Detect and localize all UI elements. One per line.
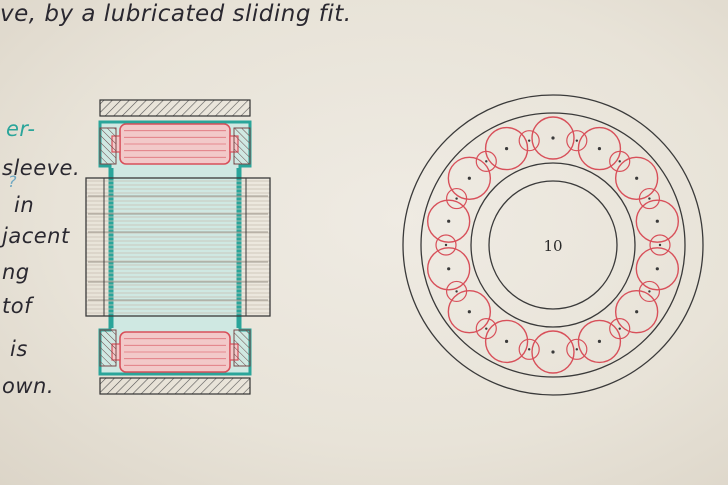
outer-ring-circle [402,94,704,396]
end-view: 10 [402,94,704,396]
end-roller-large [635,247,680,291]
end-roller-small [638,187,661,210]
rollers-end-view [426,116,680,374]
housing-top [99,99,251,117]
end-roller-small [566,130,588,152]
end-roller-center [551,136,555,140]
end-roller-center [635,310,639,314]
end-view-label: 10 [543,237,562,255]
shaft [85,177,271,317]
note-line-3: jacent [2,224,70,248]
note-line-5: tof [2,294,32,318]
end-roller-center [551,350,555,354]
note-line-6: is [10,337,28,361]
end-roller-large [614,156,659,200]
note-line-2: in [14,193,35,217]
end-roller-center [447,219,451,223]
end-roller-small-center [618,327,621,330]
housing-bottom [99,377,251,395]
end-piece-bl [99,329,117,367]
end-roller-large [447,156,492,200]
race-outer-circle [420,112,686,378]
race-inner-circle [470,162,636,328]
sectional-view [85,99,271,395]
note-line-7: own. [2,374,55,398]
end-piece-tl [99,127,117,165]
end-roller-small-center [485,327,488,330]
end-roller-large [531,330,575,374]
end-roller-large [484,126,529,171]
end-roller-large [426,199,471,243]
end-roller-small [649,234,671,256]
end-roller-small-center [648,290,651,293]
end-roller-center [447,267,451,271]
end-piece-br [233,329,251,367]
end-roller-center [467,310,471,314]
end-roller-small-center [658,243,662,247]
end-roller-large [635,199,680,243]
end-roller-large [577,319,622,364]
end-roller-small [475,318,497,340]
note-line-1: sleeve. [2,156,81,180]
end-roller-large [577,126,622,171]
end-roller-small-center [455,290,458,293]
end-roller-small [435,234,457,256]
note-teal-mark: er- [6,117,36,141]
end-roller-large [531,116,575,160]
end-roller-center [467,176,471,180]
end-roller-small [518,338,540,360]
end-roller-center [504,146,509,151]
end-roller-center [655,267,659,271]
end-roller-small [566,338,588,360]
end-roller-small-center [485,160,488,163]
end-roller-center [504,339,509,344]
end-piece-tr [233,127,251,165]
end-roller-small-center [527,139,531,142]
end-roller-center [635,176,639,180]
end-roller-large [614,290,659,334]
end-roller-small [518,130,540,152]
end-roller-large [447,290,492,334]
end-roller-center [597,339,602,344]
end-roller-large [426,247,471,291]
bore-circle [488,180,618,310]
end-roller-small-center [444,243,448,247]
note-heading-line: ve, by a lubricated sliding fit. [0,1,352,27]
end-roller-small [445,280,468,303]
note-line-4: ng [2,260,30,284]
end-roller-small-center [575,139,579,142]
end-roller-small-center [455,197,458,200]
end-roller-small-center [618,160,621,163]
end-roller-large [484,319,529,364]
end-roller-small-center [575,348,579,351]
end-roller-center [597,146,602,151]
end-roller-small [609,150,631,172]
end-roller-small-center [527,348,531,351]
end-roller-small-center [648,197,651,200]
end-roller-center [655,219,659,223]
note-blue-mark: ? [8,172,17,191]
